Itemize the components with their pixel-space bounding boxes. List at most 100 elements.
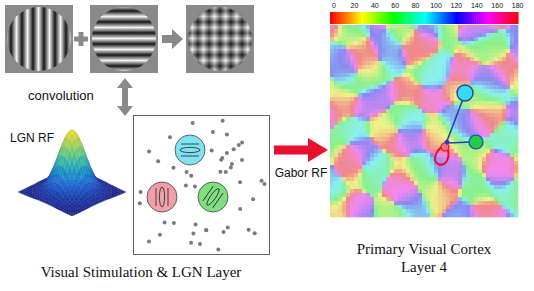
map-cell <box>350 213 354 217</box>
map-cell <box>362 65 366 69</box>
map-cell <box>366 105 370 109</box>
map-cell <box>402 109 406 113</box>
map-cell <box>370 49 374 53</box>
map-cell <box>338 125 342 129</box>
map-cell <box>346 89 350 93</box>
map-cell <box>426 177 430 181</box>
map-cell <box>410 113 414 117</box>
map-cell <box>406 33 410 37</box>
map-cell <box>334 117 338 121</box>
map-cell <box>386 33 390 37</box>
map-cell <box>418 213 422 217</box>
map-cell <box>430 205 434 209</box>
map-cell <box>346 77 350 81</box>
map-cell <box>422 77 426 81</box>
map-cell <box>362 101 366 105</box>
map-cell <box>338 205 342 209</box>
map-cell <box>362 97 366 101</box>
lgn-cell <box>224 170 228 174</box>
map-cell <box>370 173 374 177</box>
map-cell <box>414 77 418 81</box>
map-cell <box>414 45 418 49</box>
map-cell <box>422 33 426 37</box>
map-cell <box>434 37 438 41</box>
map-cell <box>358 189 362 193</box>
map-cell <box>374 109 378 113</box>
map-cell <box>382 121 386 125</box>
map-cell <box>410 177 414 181</box>
lgn-cell <box>156 159 160 163</box>
map-cell <box>350 181 354 185</box>
map-cell <box>334 61 338 65</box>
map-cell <box>330 209 334 213</box>
map-cell <box>398 197 402 201</box>
map-cell <box>334 109 338 113</box>
map-cell <box>398 213 402 217</box>
plaid-grating <box>186 5 254 73</box>
map-cell <box>410 153 414 157</box>
map-cell <box>358 101 362 105</box>
map-cell <box>362 73 366 77</box>
map-cell <box>394 93 398 97</box>
map-cell <box>378 185 382 189</box>
map-cell <box>350 209 354 213</box>
map-cell <box>374 157 378 161</box>
map-cell <box>402 197 406 201</box>
map-cell <box>402 93 406 97</box>
map-cell <box>386 137 390 141</box>
map-cell <box>358 73 362 77</box>
map-cell <box>358 45 362 49</box>
map-cell <box>418 193 422 197</box>
map-cell <box>390 169 394 173</box>
map-cell <box>374 33 378 37</box>
map-cell <box>358 213 362 217</box>
map-cell <box>354 189 358 193</box>
map-cell <box>346 185 350 189</box>
map-cell <box>358 209 362 213</box>
map-cell <box>382 113 386 117</box>
map-cell <box>338 209 342 213</box>
map-cell <box>394 153 398 157</box>
map-cell <box>402 129 406 133</box>
map-cell <box>426 49 430 53</box>
map-cell <box>378 37 382 41</box>
map-cell <box>430 153 434 157</box>
map-cell <box>430 33 434 37</box>
map-cell <box>414 37 418 41</box>
map-cell <box>366 29 370 33</box>
map-cell <box>358 177 362 181</box>
map-cell <box>410 89 414 93</box>
map-cell <box>386 129 390 133</box>
map-cell <box>386 57 390 61</box>
map-cell <box>406 37 410 41</box>
map-cell <box>434 73 438 77</box>
map-cell <box>358 105 362 109</box>
map-cell <box>434 53 438 57</box>
map-cell <box>334 57 338 61</box>
map-cell <box>386 69 390 73</box>
map-cell <box>354 125 358 129</box>
map-cell <box>354 161 358 165</box>
map-cell <box>406 161 410 165</box>
map-cell <box>350 65 354 69</box>
map-cell <box>422 213 426 217</box>
map-cell <box>334 113 338 117</box>
lgn-cell <box>172 221 176 225</box>
map-cell <box>378 177 382 181</box>
map-cell <box>426 73 430 77</box>
map-cell <box>430 53 434 57</box>
map-cell <box>390 161 394 165</box>
map-cell <box>334 153 338 157</box>
map-cell <box>398 33 402 37</box>
map-cell <box>366 121 370 125</box>
map-cell <box>394 97 398 101</box>
map-cell <box>334 173 338 177</box>
map-cell <box>362 49 366 53</box>
map-cell <box>354 157 358 161</box>
lgn-cell <box>220 156 224 160</box>
lgn-cell <box>184 184 188 188</box>
map-cell <box>414 125 418 129</box>
map-cell <box>382 105 386 109</box>
map-cell <box>346 41 350 45</box>
map-cell <box>406 177 410 181</box>
